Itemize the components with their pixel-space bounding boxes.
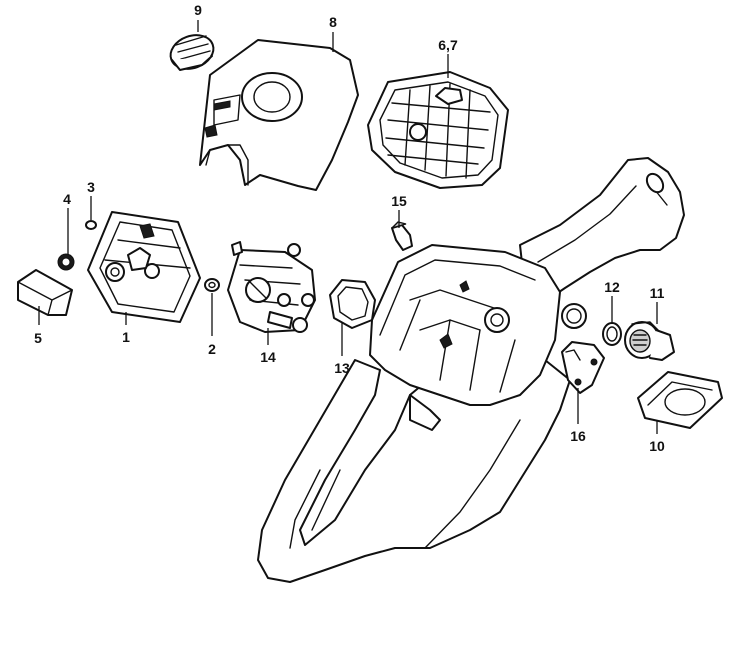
part-16-bracket <box>561 341 605 394</box>
callout-15: 15 <box>391 193 407 209</box>
callout-2: 2 <box>208 341 216 357</box>
callout-13: 13 <box>334 360 350 376</box>
callout-3: 3 <box>87 179 95 195</box>
callout-14: 14 <box>260 349 276 365</box>
part-1-filter-base <box>87 211 201 323</box>
part-4-grommet <box>57 253 75 271</box>
handle-housing <box>257 157 685 583</box>
callout-12: 12 <box>604 279 620 295</box>
part-10-plate <box>637 371 723 429</box>
leader-lines <box>38 20 658 434</box>
part-15-fitting <box>391 221 413 251</box>
callout-6-7: 6,7 <box>438 37 458 53</box>
part-6-7-filter <box>367 71 509 189</box>
callout-9: 9 <box>194 2 202 18</box>
callout-labels: 9 8 6,7 3 4 5 1 2 14 13 15 12 11 10 16 <box>34 2 665 454</box>
callout-10: 10 <box>649 438 665 454</box>
callout-11: 11 <box>650 285 665 301</box>
part-12-ring <box>602 322 622 346</box>
part-13-gasket <box>329 279 376 329</box>
part-14-carburetor <box>227 241 316 333</box>
callout-8: 8 <box>329 14 337 30</box>
callout-16: 16 <box>570 428 586 444</box>
part-5-foam-block <box>17 269 73 316</box>
part-9-fuel-cap <box>169 34 215 71</box>
callout-4: 4 <box>63 191 71 207</box>
callout-5: 5 <box>34 330 42 346</box>
part-3-o-ring <box>85 220 97 230</box>
callout-1: 1 <box>122 329 130 345</box>
part-11-cap <box>624 321 675 361</box>
part-8-top-shroud <box>199 39 359 191</box>
part-2-bushing <box>204 278 220 292</box>
